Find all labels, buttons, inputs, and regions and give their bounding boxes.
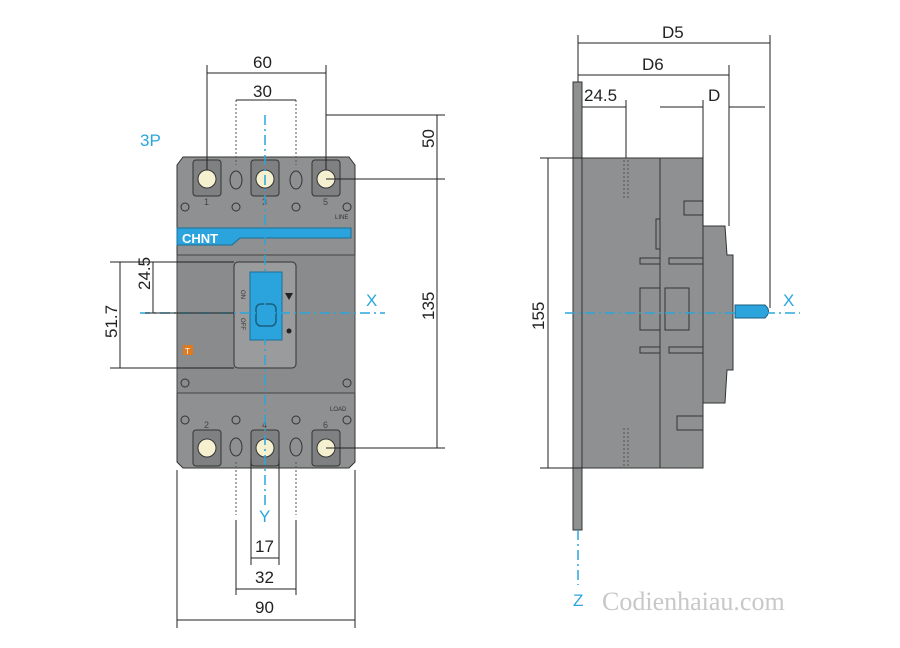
trip-arrow-icon xyxy=(285,293,293,300)
side-dimension-lines xyxy=(540,35,771,469)
dim-155: 155 xyxy=(529,302,548,330)
dim-17: 17 xyxy=(255,537,274,556)
handle-grip xyxy=(255,303,277,327)
brand-logo: CHNT xyxy=(182,231,218,246)
dim-d5: D5 xyxy=(662,23,684,42)
dim-d: D xyxy=(708,86,720,105)
dim-d6: D6 xyxy=(642,55,664,74)
terminal-label-5: 5 xyxy=(323,197,328,207)
front-cover-side xyxy=(702,225,734,404)
dim-135: 135 xyxy=(419,292,438,320)
axis-y-label: Y xyxy=(259,507,270,526)
dim-90: 90 xyxy=(255,598,274,617)
terminal-1 xyxy=(197,169,217,189)
dim-24-5: 24.5 xyxy=(135,257,154,290)
axis-x-label-front: X xyxy=(366,291,377,310)
watermark: Codienhaiau.com xyxy=(602,587,785,616)
dim-32: 32 xyxy=(255,568,274,587)
brand-band xyxy=(176,227,352,246)
handle-side xyxy=(734,304,769,319)
terminal-label-2: 2 xyxy=(204,420,209,430)
axis-x-label-side: X xyxy=(783,291,794,310)
dim-51-7: 51.7 xyxy=(102,305,121,338)
front-dimension-lines xyxy=(110,65,445,628)
dim-50: 50 xyxy=(419,129,438,148)
terminal-label-1: 1 xyxy=(204,197,209,207)
load-label: LOAD xyxy=(330,407,347,413)
screw-hints xyxy=(235,100,297,515)
test-button-icon xyxy=(286,328,292,334)
dim-side-24-5: 24.5 xyxy=(584,86,617,105)
side-view: X Z D5 D6 24.5 D 155 xyxy=(529,23,800,610)
mounting-panel xyxy=(572,81,583,531)
terminal-label-6: 6 xyxy=(323,420,328,430)
line-label: LINE xyxy=(335,215,348,221)
operating-handle[interactable] xyxy=(249,271,283,341)
handle-on-label: ON xyxy=(239,290,245,299)
terminal-2 xyxy=(197,438,217,458)
pole-label: 3P xyxy=(140,131,161,150)
trip-badge xyxy=(183,345,193,355)
dim-30: 30 xyxy=(253,82,272,101)
dim-60: 60 xyxy=(253,53,272,72)
trip-badge-text: T xyxy=(185,347,190,356)
side-slots xyxy=(639,200,704,431)
side-screw-hints xyxy=(623,160,629,468)
front-view: 1 3 5 LINE CHNT ON OFF T 2 xyxy=(102,53,445,628)
axis-z-label: Z xyxy=(573,591,583,610)
handle-off-label: OFF xyxy=(239,318,245,330)
